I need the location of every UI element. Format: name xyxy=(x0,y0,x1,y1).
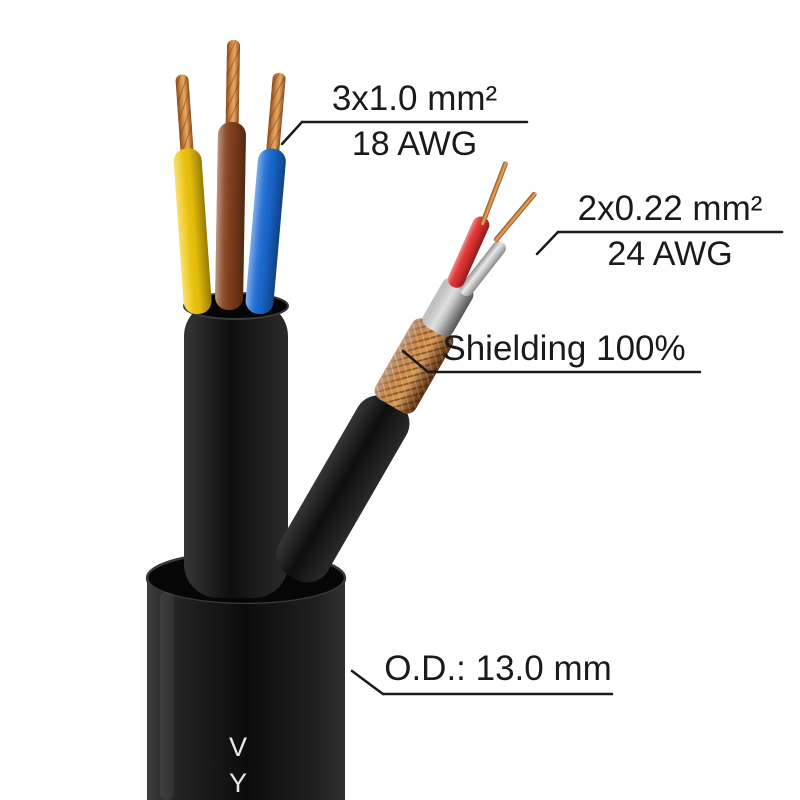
label-conductor-awg: 18 AWG xyxy=(351,125,478,163)
label-pair-size: 2x0.22 mm² xyxy=(577,189,763,228)
label-conductor-size: 3x1.0 mm² xyxy=(331,79,498,118)
cable-print-char: V xyxy=(229,732,247,762)
pair-copper-tip xyxy=(480,161,508,226)
shielded-pair-cable xyxy=(276,161,537,583)
pair-wire-red xyxy=(447,216,490,288)
label-pair-awg: 24 AWG xyxy=(607,235,733,273)
leader-tick-od xyxy=(350,669,385,696)
leader-tick-conductors xyxy=(280,120,304,146)
label-shielding: Shielding 100% xyxy=(442,329,686,368)
conductor-yellow xyxy=(173,74,212,315)
highlight xyxy=(160,592,174,800)
leader-tick-shielding xyxy=(401,349,430,374)
copper-strands-icon xyxy=(175,74,194,159)
copper-strands-icon xyxy=(266,72,286,159)
label-outer-diameter: O.D.: 13.0 mm xyxy=(384,649,612,688)
outer-jacket-body xyxy=(147,578,345,800)
highlight xyxy=(173,148,212,315)
cable-print-char: Y xyxy=(229,768,247,798)
pair-jacket xyxy=(276,395,410,583)
braid-shield xyxy=(374,318,454,414)
pair-copper-tip xyxy=(493,191,537,243)
highlight xyxy=(447,216,490,288)
conductor-blue xyxy=(245,72,286,315)
highlight xyxy=(245,148,286,315)
outer-jacket: V Y xyxy=(147,578,345,800)
pair-wire-white xyxy=(459,241,506,297)
inner-cable xyxy=(183,292,289,598)
conductor-brown xyxy=(215,40,246,311)
leader-tick-pair xyxy=(535,230,560,256)
highlight xyxy=(215,122,246,311)
copper-strands-icon xyxy=(225,40,241,133)
leader-lines xyxy=(280,120,784,696)
inner-cable-body xyxy=(184,302,288,598)
